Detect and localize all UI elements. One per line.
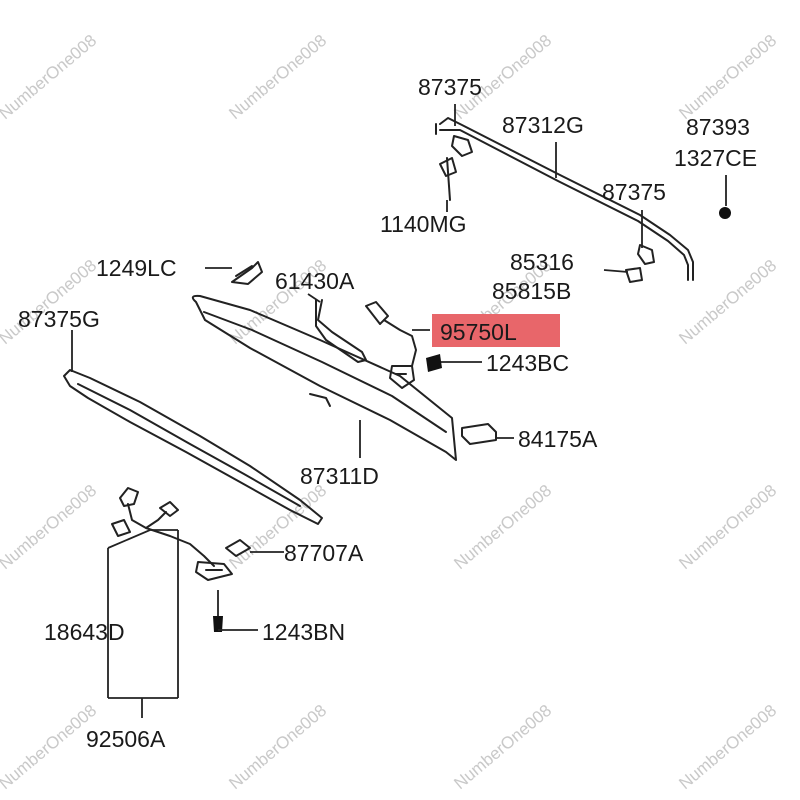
label-87707A: 87707A bbox=[284, 540, 364, 566]
harness-18643D bbox=[111, 487, 233, 581]
watermark: NumberOne008 bbox=[450, 701, 555, 793]
label-85815B: 85815B bbox=[492, 278, 571, 304]
clip-87707A bbox=[225, 539, 284, 557]
screw-1243BN bbox=[213, 590, 258, 632]
label-1249LC: 1249LC bbox=[96, 255, 177, 281]
strip-87375G bbox=[63, 330, 323, 525]
pad-84175A bbox=[461, 423, 514, 445]
weatherstrip-87312G bbox=[435, 117, 694, 281]
label-87311D: 87311D bbox=[300, 463, 379, 489]
label-92506A: 92506A bbox=[86, 726, 166, 752]
label-95750L: 95750L bbox=[440, 319, 517, 345]
screw-1243BC bbox=[426, 354, 482, 372]
label-87312G: 87312G bbox=[502, 112, 584, 138]
watermark: NumberOne008 bbox=[675, 481, 780, 573]
label-84175A: 84175A bbox=[518, 426, 598, 452]
label-87375-mid: 87375 bbox=[602, 179, 666, 205]
watermark: NumberOne008 bbox=[675, 31, 780, 123]
watermark: NumberOne008 bbox=[225, 31, 330, 123]
part-labels: 87375 87312G 87393 1327CE 87375 1140MG 8… bbox=[18, 74, 757, 752]
watermark: NumberOne008 bbox=[0, 256, 100, 348]
clip-87375-top bbox=[451, 135, 473, 157]
label-1243BN: 1243BN bbox=[262, 619, 345, 645]
camera-95750L bbox=[365, 301, 417, 389]
screw-1140MG bbox=[439, 157, 457, 201]
watermark: NumberOne008 bbox=[225, 701, 330, 793]
bolt-85316 bbox=[603, 267, 643, 283]
nut-1327CE bbox=[719, 175, 731, 219]
watermark-layer: NumberOne008 NumberOne008 NumberOne008 N… bbox=[0, 31, 780, 793]
watermark: NumberOne008 bbox=[0, 31, 100, 123]
garnish-87311D bbox=[191, 294, 457, 461]
label-1327CE: 1327CE bbox=[674, 145, 757, 171]
label-87375-top: 87375 bbox=[418, 74, 482, 100]
label-87393: 87393 bbox=[686, 114, 750, 140]
label-18643D: 18643D bbox=[44, 619, 125, 645]
clip-87375-mid bbox=[637, 244, 655, 265]
rod-61430A bbox=[315, 299, 367, 363]
label-1140MG: 1140MG bbox=[380, 211, 467, 237]
watermark: NumberOne008 bbox=[675, 256, 780, 348]
leader-lines bbox=[307, 104, 643, 331]
label-61430A: 61430A bbox=[275, 268, 355, 294]
fastener-1249LC bbox=[205, 261, 263, 285]
watermark: NumberOne008 bbox=[0, 481, 100, 573]
watermark: NumberOne008 bbox=[450, 481, 555, 573]
watermark: NumberOne008 bbox=[675, 701, 780, 793]
label-87375G: 87375G bbox=[18, 306, 100, 332]
bracket-18643D-92506A bbox=[107, 529, 179, 718]
label-85316: 85316 bbox=[510, 249, 574, 275]
highlight-95750L bbox=[432, 314, 560, 347]
label-1243BC: 1243BC bbox=[486, 350, 569, 376]
